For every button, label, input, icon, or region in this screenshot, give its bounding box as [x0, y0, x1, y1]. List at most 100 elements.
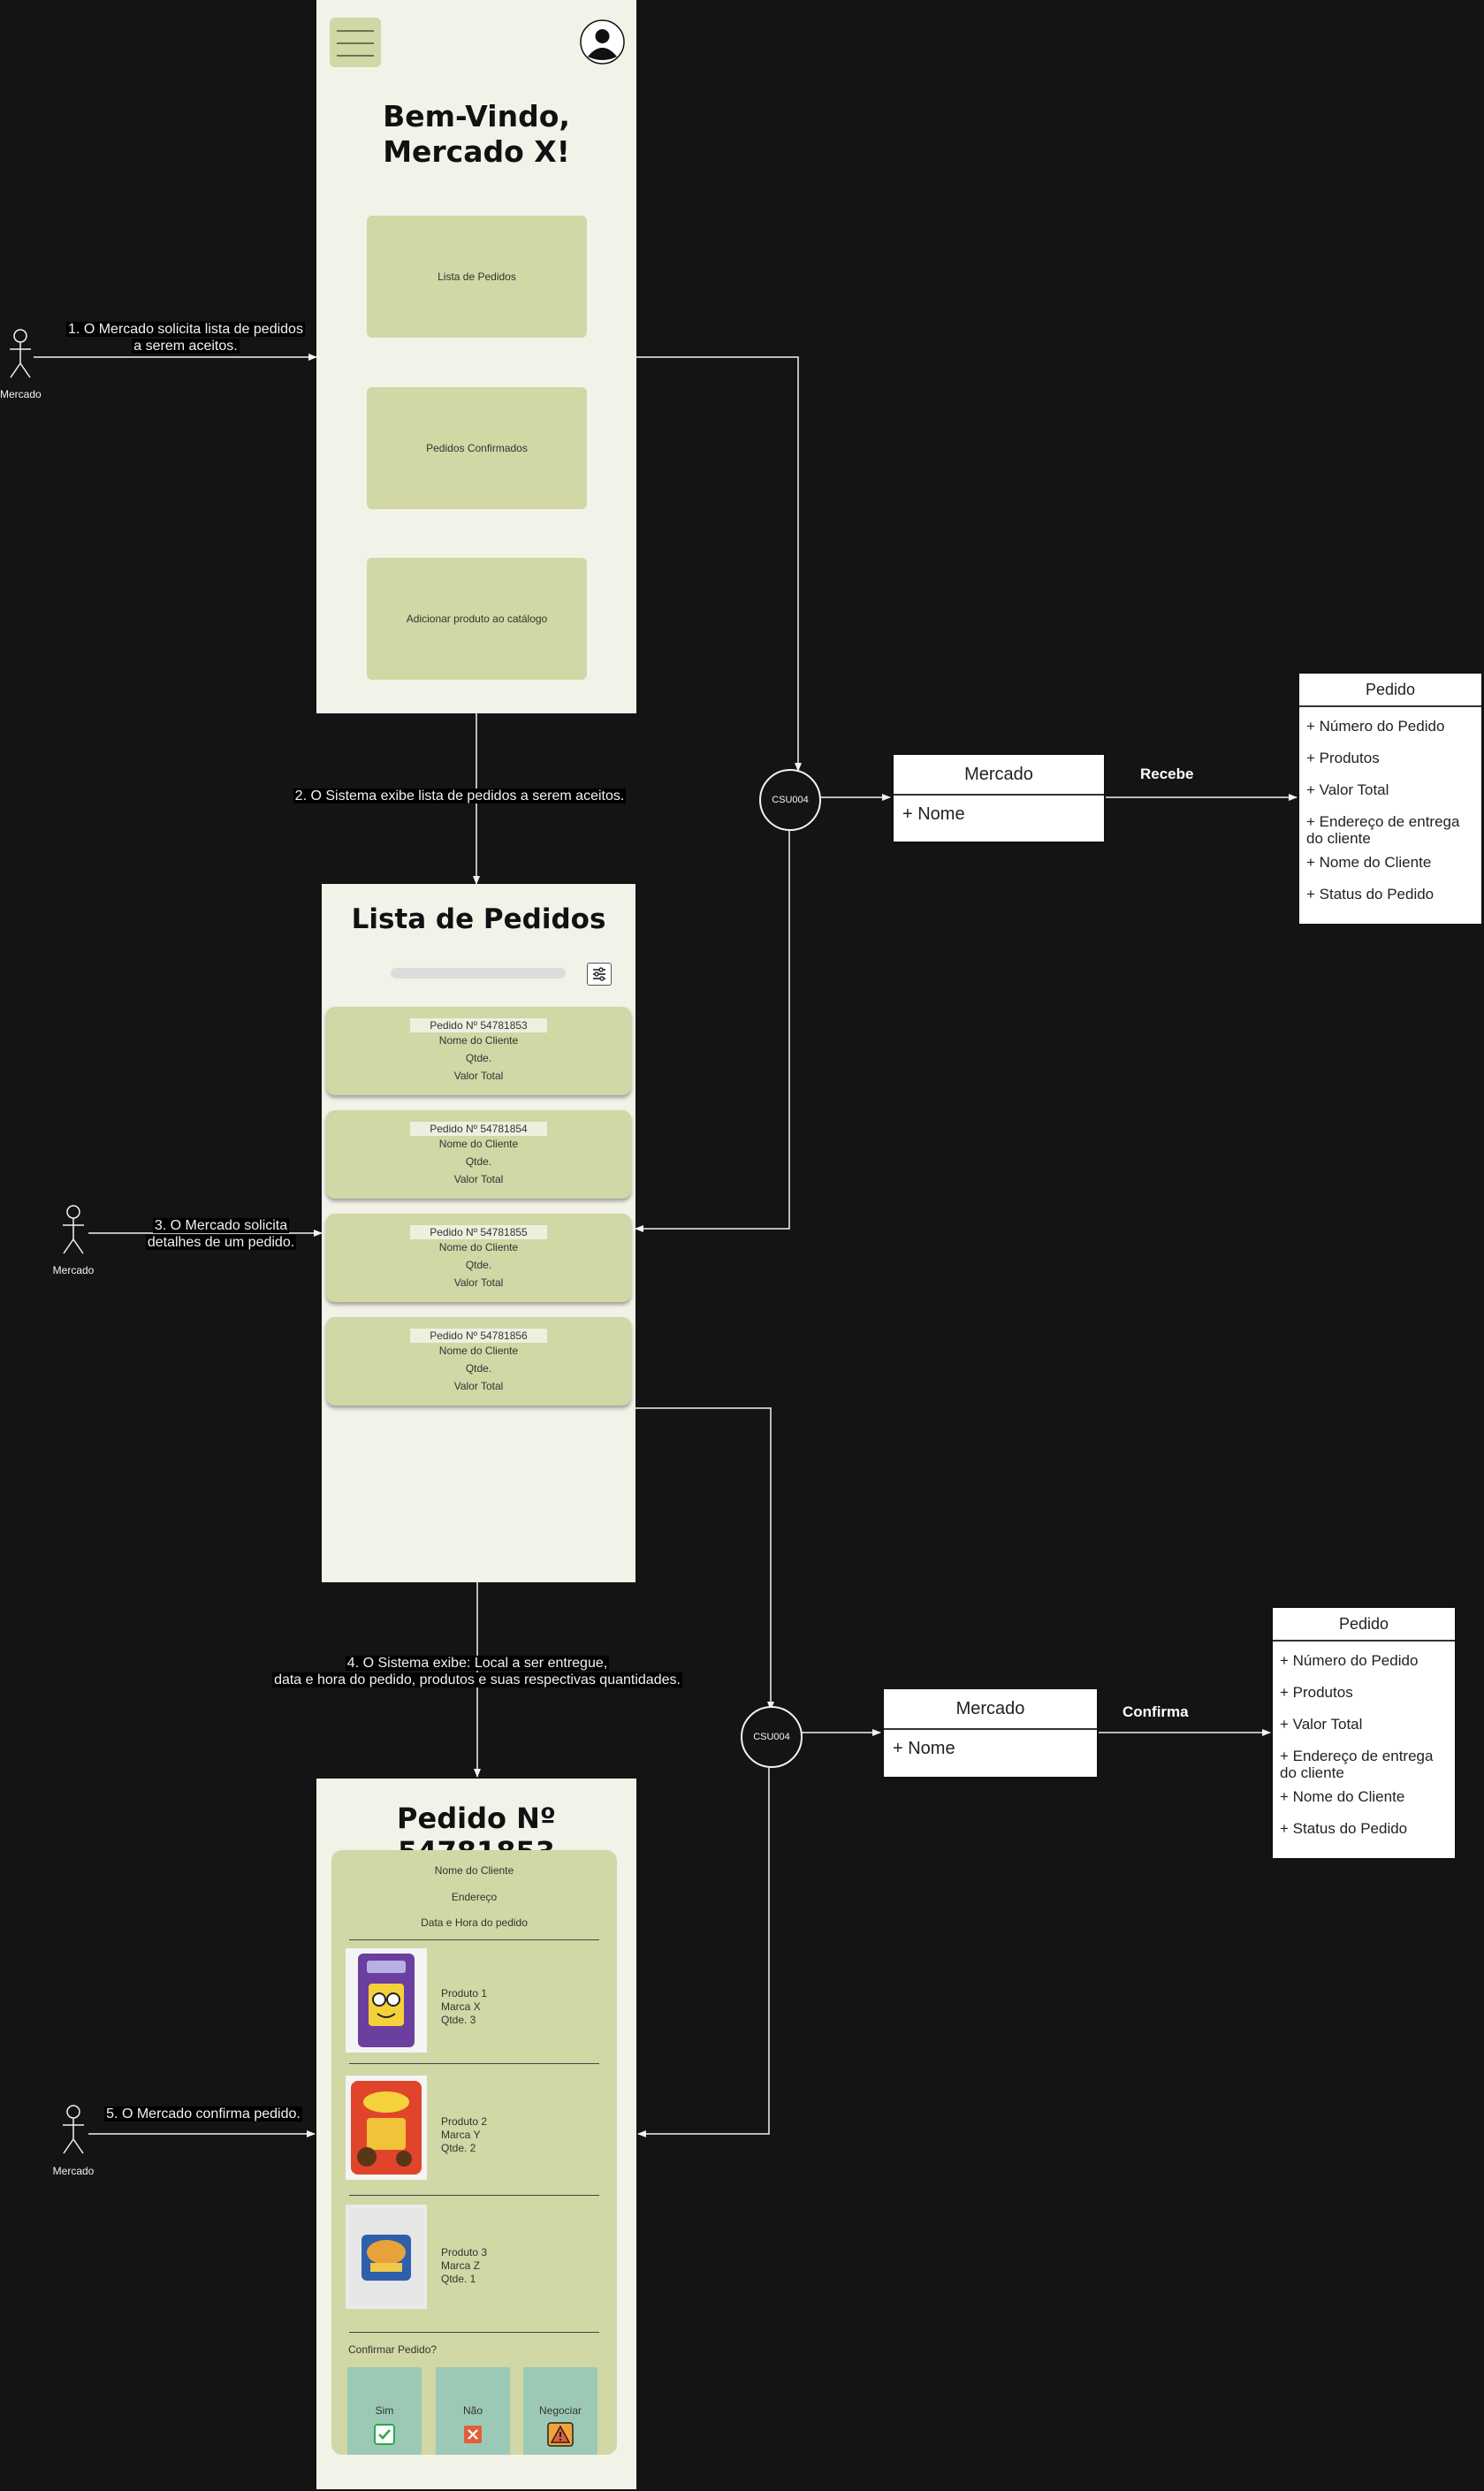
- uml-attr: + Status do Pedido: [1306, 886, 1435, 903]
- actor-label: Mercado: [52, 1264, 95, 1276]
- connector-screen2-csu: [635, 1407, 774, 1710]
- uml-attr: + Nome do Cliente: [1306, 854, 1432, 871]
- detail-address: Endereço: [451, 1891, 498, 1903]
- order-id: Pedido Nº 54781853: [410, 1018, 547, 1032]
- profile-button[interactable]: [580, 19, 625, 65]
- order-client: Nome do Cliente: [438, 1138, 519, 1150]
- actor-label: Mercado: [52, 2165, 95, 2177]
- connector-csu-screen2: [635, 828, 790, 1232]
- step-3-label: 3. O Mercado solicita detalhes de um ped…: [133, 1217, 309, 1251]
- step-2-text: 2. O Sistema exibe lista de pedidos a se…: [293, 788, 627, 804]
- uml-class-pedido: Pedido + Número do Pedido + Produtos + V…: [1298, 672, 1483, 926]
- order-qty: Qtde.: [465, 1259, 492, 1271]
- confirm-prompt: Confirmar Pedido?: [348, 2343, 438, 2356]
- product-qty: Qtde. 2: [441, 2142, 476, 2154]
- product-1-info: Produto 1 Marca X Qtde. 3: [441, 1987, 487, 2027]
- actor-label: Mercado: [0, 388, 42, 400]
- step-4-line1: 4. O Sistema exibe: Local a ser entregue…: [345, 1656, 610, 1671]
- uml-attr: + Número do Pedido: [1306, 718, 1445, 735]
- relation-label: Recebe: [1140, 766, 1194, 782]
- choice-label: Não: [462, 2404, 483, 2417]
- step-3-line2: detalhes de um pedido.: [145, 1235, 297, 1250]
- order-client: Nome do Cliente: [438, 1345, 519, 1357]
- order-id: Pedido Nº 54781856: [410, 1329, 547, 1343]
- detail-datetime: Data e Hora do pedido: [421, 1916, 528, 1929]
- product-3-image: [346, 2205, 427, 2309]
- order-qty: Qtde.: [465, 1362, 492, 1375]
- step-1-label: 1. O Mercado solicita lista de pedidos a…: [53, 321, 318, 354]
- uml-class-title: Mercado: [884, 1689, 1097, 1730]
- uml-attr: + Nome do Cliente: [1280, 1788, 1405, 1805]
- actor-mercado-1: [10, 329, 31, 378]
- order-client: Nome do Cliente: [438, 1034, 519, 1047]
- detail-client: Nome do Cliente: [434, 1864, 514, 1877]
- close-icon: [464, 2426, 482, 2443]
- order-total: Valor Total: [453, 1070, 504, 1082]
- actor-mercado-3: [63, 2105, 84, 2154]
- uml-class-pedido: Pedido + Número do Pedido + Produtos + V…: [1271, 1606, 1457, 1860]
- menu-button[interactable]: [330, 18, 381, 67]
- divider: [349, 1939, 599, 1940]
- screen-home: Bem-Vindo, Mercado X! Lista de Pedidos P…: [316, 0, 636, 713]
- step-1-line2: a serem aceitos.: [132, 339, 240, 354]
- actor-mercado-2: [63, 1205, 84, 1254]
- uml-attr: + Nome: [902, 804, 965, 824]
- step-1-line1: 1. O Mercado solicita lista de pedidos: [66, 322, 305, 337]
- uml-class-title: Pedido: [1273, 1608, 1455, 1642]
- uml-attr: + Endereço de entrega do cliente: [1306, 813, 1460, 847]
- uml-class-title: Pedido: [1299, 674, 1481, 707]
- uml-class-mercado: Mercado + Nome: [892, 753, 1106, 843]
- order-total: Valor Total: [453, 1380, 504, 1392]
- product-1-image: [346, 1948, 427, 2053]
- product-3-info: Produto 3 Marca Z Qtde. 1: [441, 2246, 487, 2286]
- uml-attr: + Número do Pedido: [1280, 1652, 1419, 1669]
- add-product-button[interactable]: Adicionar produto ao catálogo: [367, 558, 587, 680]
- divider: [349, 2195, 599, 2196]
- hamburger-menu-icon: [337, 30, 374, 57]
- warning-icon: [547, 2422, 574, 2447]
- uml-class-title: Mercado: [894, 755, 1104, 796]
- order-card[interactable]: Pedido Nº 54781853 Nome do Cliente Qtde.…: [326, 1007, 631, 1095]
- uml-attr: + Produtos: [1280, 1684, 1353, 1701]
- step-4-line2: data e hora do pedido, produtos e suas r…: [272, 1672, 682, 1687]
- uml-attr: + Nome: [893, 1739, 955, 1758]
- product-qty: Qtde. 3: [441, 2014, 476, 2026]
- choice-label: Sim: [375, 2404, 394, 2417]
- confirmed-orders-button[interactable]: Pedidos Confirmados: [367, 387, 587, 509]
- product-brand: Marca Z: [441, 2259, 481, 2272]
- order-client: Nome do Cliente: [438, 1241, 519, 1253]
- search-input[interactable]: [391, 968, 566, 979]
- filter-sliders-icon: [593, 967, 605, 981]
- product-brand: Marca Y: [441, 2129, 481, 2141]
- connector-csu-screen3: [637, 1768, 770, 2137]
- use-case-csu004: CSU004: [759, 769, 821, 831]
- step-2-label: 2. O Sistema exibe lista de pedidos a se…: [283, 788, 636, 804]
- uml-attr: + Valor Total: [1280, 1716, 1363, 1733]
- welcome-title-line1: Bem-Vindo,: [383, 99, 570, 133]
- product-2-image: [346, 2076, 427, 2180]
- uml-attr: + Endereço de entrega do cliente: [1280, 1748, 1434, 1781]
- order-qty: Qtde.: [465, 1052, 492, 1064]
- welcome-title-line2: Mercado X!: [383, 133, 570, 169]
- order-card[interactable]: Pedido Nº 54781856 Nome do Cliente Qtde.…: [326, 1317, 631, 1405]
- order-total: Valor Total: [453, 1173, 504, 1185]
- orders-list-button[interactable]: Lista de Pedidos: [367, 216, 587, 338]
- order-id: Pedido Nº 54781855: [410, 1225, 547, 1239]
- product-name: Produto 2: [441, 2115, 488, 2128]
- step-4-label: 4. O Sistema exibe: Local a ser entregue…: [265, 1655, 689, 1688]
- product-name: Produto 1: [441, 1987, 488, 2000]
- order-list-title: Lista de Pedidos: [351, 903, 606, 935]
- uml-class-mercado: Mercado + Nome: [882, 1687, 1099, 1779]
- step-3-line1: 3. O Mercado solicita: [152, 1218, 290, 1233]
- choice-label: Negociar: [538, 2404, 582, 2417]
- relation-label: Confirma: [1123, 1703, 1189, 1720]
- confirm-no-button[interactable]: Não: [436, 2367, 510, 2455]
- negotiate-button[interactable]: Negociar: [523, 2367, 597, 2455]
- order-total: Valor Total: [453, 1276, 504, 1289]
- confirm-yes-button[interactable]: Sim: [347, 2367, 422, 2455]
- order-card[interactable]: Pedido Nº 54781855 Nome do Cliente Qtde.…: [326, 1214, 631, 1302]
- filter-button[interactable]: [587, 963, 612, 986]
- order-card[interactable]: Pedido Nº 54781854 Nome do Cliente Qtde.…: [326, 1110, 631, 1199]
- uml-attr: + Status do Pedido: [1280, 1820, 1408, 1837]
